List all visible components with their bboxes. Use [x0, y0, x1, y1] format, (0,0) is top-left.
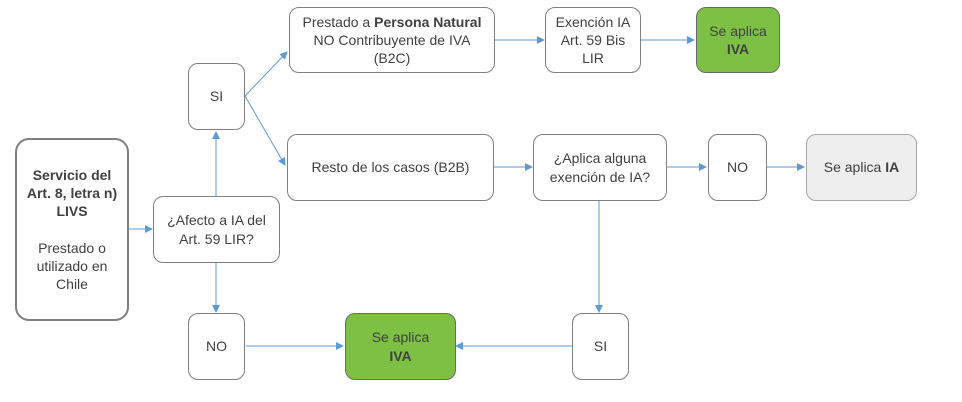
afecto-label: ¿Afecto a IA del Art. 59 LIR?	[167, 212, 266, 247]
si-top-box: SI	[188, 63, 245, 130]
si-right-label: SI	[593, 338, 608, 355]
si-right-box: SI	[572, 313, 629, 380]
aplica-exencion-label: ¿Aplica alguna exención de IA?	[549, 150, 651, 185]
si-top-label: SI	[209, 88, 224, 105]
ia-result-label: Se aplica IA	[823, 159, 900, 176]
servicio-title: Servicio del Art. 8, letra n) LIVS	[26, 166, 118, 220]
no-mid-box: NO	[708, 134, 767, 201]
b2c-box: Prestado a Persona Natural NO Contribuye…	[289, 7, 495, 73]
iva-top-pre: Se aplica	[709, 22, 767, 39]
arrow-si-to-b2c	[244, 51, 288, 97]
afecto-decision-box: ¿Afecto a IA del Art. 59 LIR?	[153, 196, 280, 263]
no-mid-label: NO	[727, 159, 748, 176]
iva-bottom-result-box: Se aplica IVA	[345, 313, 456, 380]
arrow-si-to-b2b	[244, 95, 286, 166]
servicio-box: Servicio del Art. 8, letra n) LIVS Prest…	[15, 138, 129, 321]
iva-bottom-pre: Se aplica	[371, 329, 430, 346]
servicio-subtitle: Prestado o utilizado en Chile	[36, 239, 108, 292]
exencion-bis-label: Exención IA Art. 59 Bis LIR	[555, 13, 631, 67]
b2c-label: Prestado a Persona Natural NO Contribuye…	[302, 13, 482, 67]
no-bottom-label: NO	[206, 338, 227, 355]
exencion-bis-box: Exención IA Art. 59 Bis LIR	[545, 7, 641, 73]
b2b-box: Resto de los casos (B2B)	[287, 134, 494, 201]
iva-top-bold: IVA	[726, 41, 750, 57]
aplica-exencion-box: ¿Aplica alguna exención de IA?	[533, 134, 667, 201]
no-bottom-box: NO	[188, 313, 245, 380]
iva-top-result-box: Se aplica IVA	[696, 7, 780, 73]
ia-result-box: Se aplica IA	[806, 134, 917, 201]
iva-bottom-bold: IVA	[389, 347, 412, 364]
b2b-label: Resto de los casos (B2B)	[311, 159, 470, 176]
